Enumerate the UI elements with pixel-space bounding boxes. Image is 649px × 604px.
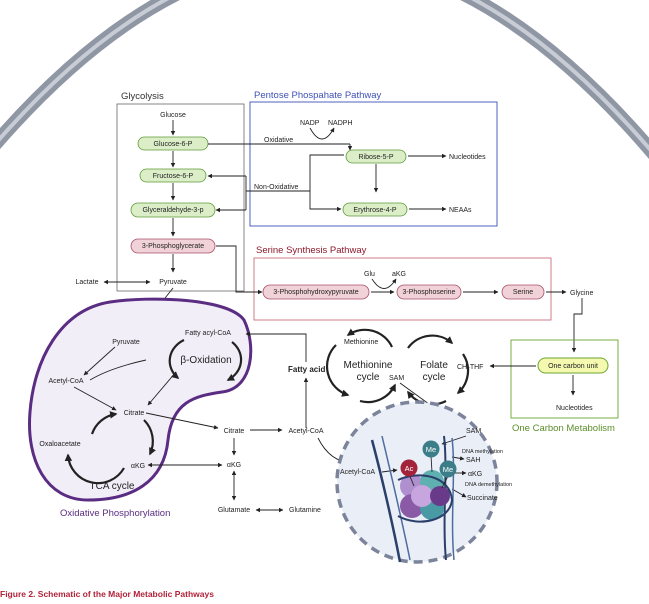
nucleus-sam-label: SAM (466, 428, 481, 435)
nucleotides-ppp-label: Nucleotides (449, 154, 486, 161)
nadph-label: NADPH (328, 120, 353, 127)
glu-label: Glu (364, 271, 375, 278)
glyceraldehyde-3-p-node (130, 202, 216, 218)
dna-strand-left (370, 439, 402, 563)
beta-oxidation-label: β-Oxidation (180, 355, 231, 366)
cell-membrane (0, 0, 649, 160)
mito-acetyl-coa-label: Acetyl-CoA (48, 378, 83, 385)
oxaloacetate-label: Oxaloacetate (39, 441, 80, 448)
nucleus-acetyl-coa-label: Acetyl-CoA (340, 469, 375, 476)
mito-pyruvate-label: Pyruvate (112, 339, 140, 346)
lactate-label: Lactate (76, 279, 99, 286)
glucose-6-p-label: Glucose-6-P (154, 141, 193, 148)
akg-serine-label: aKG (392, 271, 406, 278)
non-oxidative-label: Non-Oxidative (254, 184, 298, 191)
methyl-mark-icon-2 (439, 460, 457, 478)
ribose-5-p-node (345, 149, 407, 164)
fructose-6-p-node (139, 168, 207, 183)
phosphohydroxypyruvate-node (262, 284, 370, 300)
me-badge-label-1: Me (426, 445, 436, 454)
ch2thf-label: CH₂THF (457, 364, 483, 371)
cytosol-citrate-label: Citrate (224, 428, 245, 435)
methionine-cycle-label: Methionine (344, 360, 393, 371)
phosphohydroxypyruvate-label: 3-Phosphohydroxypyruvate (273, 289, 358, 296)
cytosol-akg-label: αKG (227, 462, 241, 469)
3-phosphoglycerate-node (130, 238, 216, 254)
serine-node (501, 284, 545, 300)
glyceraldehyde-3-p-label: Glyceraldehyde-3-p (142, 207, 203, 214)
mitochondrion: Oxidative Phosphorylation Pyruvate Acety… (28, 297, 253, 519)
ribose-5-p-label: Ribose-5-P (358, 154, 393, 161)
mito-citrate-label: Citrate (124, 410, 145, 417)
dna-methylation-label: DNA methylation (462, 449, 503, 455)
acetyl-mark-icon (400, 459, 418, 477)
nadp-label: NADP (300, 120, 320, 127)
pentose-phosphate-section: Pentose Phospahate Pathway NADP NADPH Ox… (207, 90, 498, 227)
one-carbon-unit-node (537, 357, 609, 374)
ppp-title: Pentose Phospahate Pathway (254, 90, 382, 101)
3-phosphoglycerate-label: 3-Phosphoglycerate (142, 243, 204, 250)
nucleotides-oc-label: Nucleotides (556, 405, 593, 412)
fatty-acyl-coa-label: Fatty acyl-CoA (185, 330, 231, 337)
tca-cycle-label: TCA cycle (89, 481, 134, 492)
cytosol-acetyl-coa-label: Acetyl-CoA (288, 428, 323, 435)
one-carbon-title: One Carbon Metabolism (512, 423, 615, 434)
folate-cycle-label: Folate (420, 360, 448, 371)
erythrose-4-p-label: Erythrose-4-P (353, 207, 397, 214)
folate-cycle-label-2: cycle (423, 372, 446, 383)
cytosol-metabolites: Fatty acid Citrate Acetyl-CoA αKG Glutam… (145, 331, 353, 514)
glycine-label: Glycine (570, 290, 593, 297)
glucose-6-p-node (137, 136, 209, 151)
glycolysis-title: Glycolysis (121, 91, 164, 102)
oxidative-label: Oxidative (264, 137, 293, 144)
me-badge-label-2: Me (443, 465, 453, 474)
mito-akg-label: αKG (131, 463, 145, 470)
fatty-acid-label: Fatty acid (288, 365, 325, 374)
sam-cycle-label: SAM (389, 375, 404, 382)
serine-synthesis-section: Serine Synthesis Pathway 3-Phosphohydrox… (216, 245, 593, 353)
succinate-label: Succinate (467, 495, 498, 502)
phosphoserine-node (396, 284, 462, 300)
figure-caption: Figure 2. Schematic of the Major Metabol… (0, 589, 214, 599)
nucleus-akg-label: αKG (468, 471, 482, 478)
glutamine-label: Glutamine (289, 507, 321, 514)
dna-demethylation-label: DNA demethylation (465, 482, 512, 488)
fructose-6-p-label: Fructose-6-P (153, 173, 194, 180)
erythrose-4-p-node (342, 202, 408, 217)
pyruvate-label: Pyruvate (159, 279, 187, 286)
neaas-label: NEAAs (449, 207, 472, 214)
serine-title: Serine Synthesis Pathway (256, 245, 367, 256)
glucose-label: Glucose (160, 112, 186, 119)
serine-label: Serine (513, 289, 533, 296)
methionine-cycle-label-2: cycle (357, 372, 380, 383)
glutamate-label: Glutamate (218, 507, 250, 514)
ox-phos-title: Oxidative Phosphorylation (60, 508, 170, 519)
one-carbon-section: One Carbon Metabolism One carbon unit Nu… (325, 328, 619, 434)
ac-badge-label: Ac (405, 464, 414, 473)
methyl-mark-icon-1 (422, 440, 440, 458)
methionine-label: Methionine (344, 339, 378, 346)
nucleosome (397, 470, 454, 523)
one-carbon-unit-label: One carbon unit (548, 363, 598, 370)
nucleus: SAM DNA methylation SAH αKG DNA demethyl… (335, 400, 512, 564)
phosphoserine-label: 3-Phosphoserine (403, 289, 456, 296)
sah-label: SAH (466, 457, 480, 464)
